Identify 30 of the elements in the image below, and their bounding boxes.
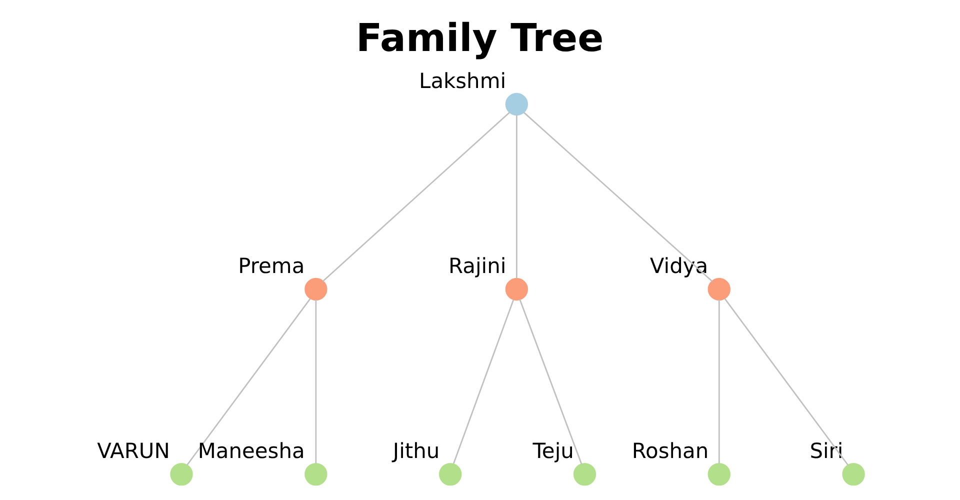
node-label: Maneesha: [198, 438, 305, 463]
node-circle: [304, 278, 328, 301]
node-label: Vidya: [650, 254, 708, 278]
connector: [519, 299, 582, 464]
node-circle: [438, 462, 462, 486]
connector: [315, 300, 317, 464]
node-circle: [170, 462, 193, 486]
node-circle: [573, 462, 596, 486]
connector: [186, 298, 311, 466]
connector: [516, 114, 518, 278]
connector: [523, 112, 713, 282]
node-circle: [708, 462, 730, 486]
node-label: Teju: [532, 438, 574, 463]
connector: [322, 112, 510, 282]
connector: [718, 300, 720, 464]
node-circle: [842, 462, 865, 486]
node-label: Prema: [238, 254, 305, 278]
node-label: VARUN: [97, 438, 170, 463]
connector: [724, 298, 848, 466]
node-circle: [304, 462, 328, 486]
node-label: Rajini: [448, 254, 506, 278]
node-circle: [505, 278, 528, 301]
node-label: Siri: [810, 438, 844, 463]
node-label: Jithu: [392, 438, 440, 463]
node-label: Lakshmi: [419, 68, 506, 93]
node-circle: [708, 278, 730, 301]
node-circle: [505, 92, 528, 116]
diagram-title: Family Tree: [356, 16, 604, 62]
connector: [452, 300, 514, 464]
node-label: Roshan: [632, 438, 709, 463]
